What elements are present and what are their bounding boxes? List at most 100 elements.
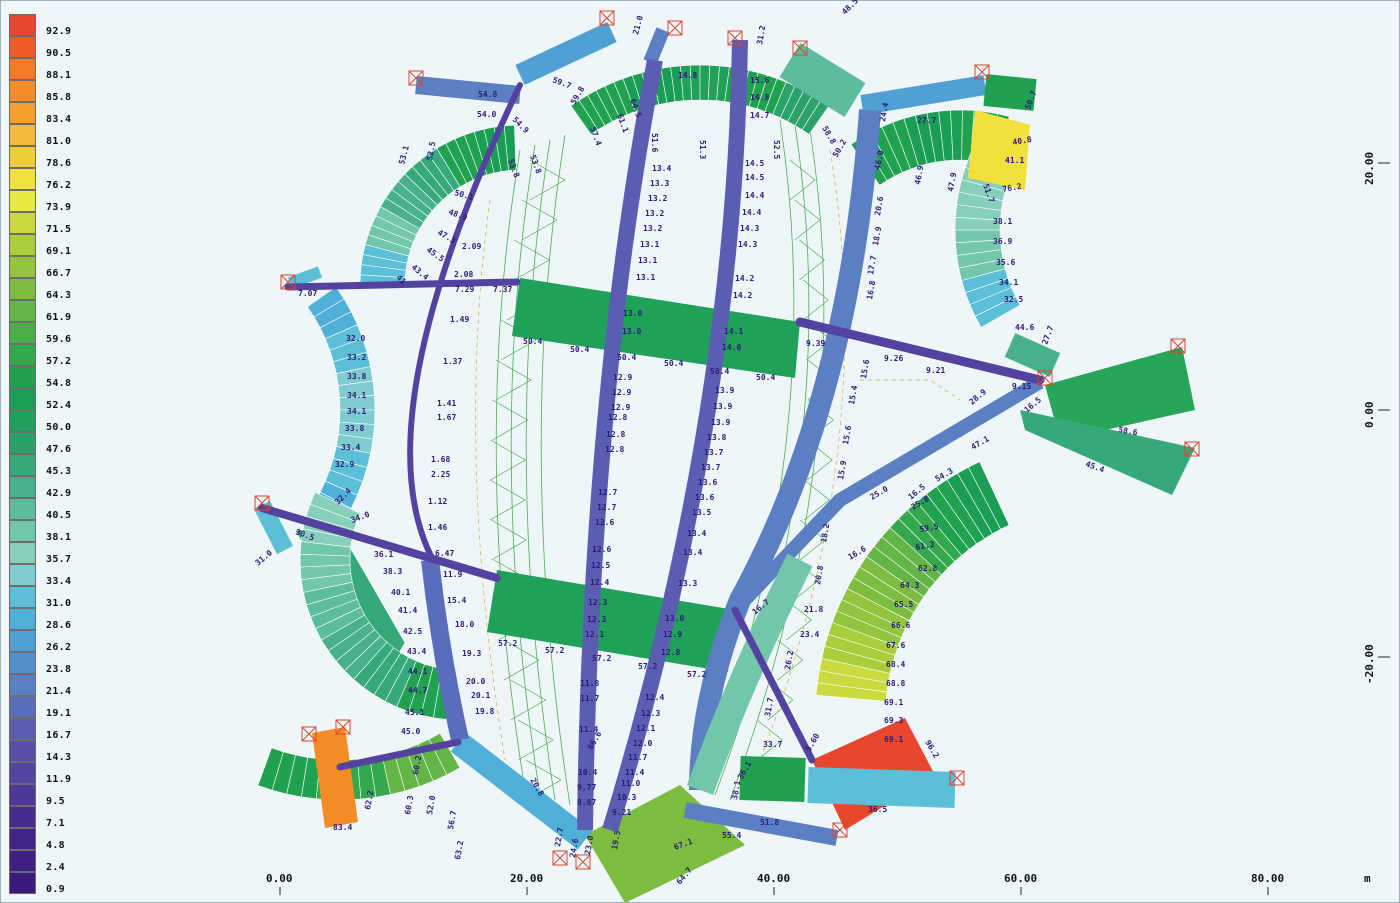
beam-bottom-green[interactable] — [739, 756, 806, 802]
value-label: 65.5 — [894, 600, 913, 609]
legend-swatch — [9, 718, 36, 740]
support-icon[interactable] — [335, 719, 351, 735]
value-label: 12.6 — [595, 518, 614, 527]
beam-top-teal[interactable] — [779, 42, 866, 118]
truss-diagonals — [489, 159, 834, 801]
beams[interactable] — [253, 22, 1061, 850]
tie-upper-left[interactable] — [284, 278, 521, 291]
member-segment[interactable] — [967, 461, 1010, 530]
legend-swatch — [9, 366, 36, 388]
support-icon[interactable] — [792, 40, 808, 56]
member-arc-left-lower[interactable] — [294, 491, 451, 720]
value-label: 12.9 — [613, 373, 632, 382]
value-label: 2.09 — [462, 242, 481, 251]
support-icon[interactable] — [552, 850, 568, 866]
value-label: 1.37 — [443, 357, 462, 366]
beam-bottom-left[interactable] — [450, 732, 593, 850]
tie-upper-right[interactable] — [795, 317, 1045, 385]
support-icon[interactable] — [301, 726, 317, 742]
legend-value: 66.7 — [46, 268, 72, 279]
beam-bottom-right[interactable] — [807, 767, 956, 808]
value-label: 47.9 — [946, 172, 958, 193]
legend-swatch — [9, 190, 36, 212]
x-tick-2: 40.00 — [757, 872, 790, 885]
support-icon[interactable] — [280, 274, 296, 290]
beam-right-curve-lower[interactable] — [686, 553, 813, 795]
support-icon[interactable] — [254, 495, 270, 511]
legend-swatch — [9, 806, 36, 828]
member-arc-top-left[interactable] — [359, 124, 517, 286]
slab-right-lower[interactable] — [1020, 410, 1195, 495]
beam-top-mid[interactable] — [643, 27, 670, 65]
tie-lower-left[interactable] — [258, 504, 501, 582]
support-icon[interactable] — [1037, 370, 1053, 386]
member-segment[interactable] — [299, 553, 351, 568]
slab-right-cantilever[interactable] — [1045, 347, 1195, 440]
value-label: 9.39 — [806, 339, 825, 348]
member-arc-left-upper[interactable] — [306, 286, 376, 534]
value-label: 41.1 — [1005, 156, 1024, 165]
value-label: 13.9 — [711, 418, 730, 427]
legend-value: 85.8 — [46, 92, 72, 103]
value-label: 7.37 — [493, 285, 512, 294]
tie-left-curve[interactable] — [407, 82, 523, 563]
value-label: 9.21 — [926, 366, 945, 375]
value-label: 11.4 — [579, 725, 598, 734]
member-segment[interactable] — [257, 747, 284, 791]
tie-bottom-left[interactable] — [336, 738, 462, 771]
slab-lower[interactable] — [487, 570, 735, 672]
value-label: 13.4 — [652, 164, 671, 173]
value-label: 13.0 — [622, 327, 641, 336]
value-label: 13.7 — [704, 448, 723, 457]
value-label: 12.4 — [645, 693, 664, 702]
value-label: 13.1 — [638, 256, 657, 265]
value-label: 58.6 — [1118, 425, 1139, 437]
member-arc-top[interactable] — [570, 64, 830, 135]
support-icon[interactable] — [667, 20, 683, 36]
support-icon[interactable] — [974, 64, 990, 80]
support-icon[interactable] — [599, 10, 615, 26]
beam-top-right[interactable] — [860, 75, 987, 115]
slab-upper[interactable] — [512, 278, 800, 378]
value-label: 12.3 — [587, 615, 606, 624]
value-label: 35.6 — [996, 258, 1015, 267]
beam-right-slant[interactable] — [729, 375, 1044, 615]
beam-center-left[interactable] — [577, 58, 663, 831]
support-markers[interactable] — [254, 10, 1200, 870]
support-icon[interactable] — [727, 30, 743, 46]
beam-bottom-mid[interactable] — [683, 802, 839, 846]
member-segment[interactable] — [309, 491, 361, 522]
slab-bottom-left-orange[interactable] — [312, 727, 358, 828]
support-icon[interactable] — [1170, 338, 1186, 354]
support-icon[interactable] — [1184, 441, 1200, 457]
beam-top-left[interactable] — [415, 76, 521, 104]
beam-center-right[interactable] — [602, 39, 748, 833]
support-icon[interactable] — [832, 822, 848, 838]
support-icon[interactable] — [408, 70, 424, 86]
beam-left-diag[interactable] — [421, 559, 469, 742]
member-segment[interactable] — [503, 124, 517, 171]
tie-members[interactable] — [258, 82, 1045, 771]
member-arc-bottom-right[interactable] — [815, 461, 1010, 702]
support-icon[interactable] — [949, 770, 965, 786]
value-label: 68.8 — [886, 679, 905, 688]
value-label: 76.2 — [1002, 182, 1023, 194]
slab-bottom-green[interactable] — [585, 785, 745, 903]
value-label: 69.3 — [884, 716, 903, 725]
beam-top-center[interactable] — [515, 22, 617, 85]
x-tick-3: 60.00 — [1004, 872, 1037, 885]
slab-top-right-yellow[interactable] — [968, 110, 1030, 190]
value-label: 12.9 — [663, 630, 682, 639]
value-label: 58.8 — [820, 125, 838, 146]
beam-top-green[interactable] — [983, 74, 1037, 111]
beam-right-curve[interactable] — [689, 109, 881, 791]
support-icon[interactable] — [575, 854, 591, 870]
value-label: 12.1 — [636, 724, 655, 733]
beam-right-rect[interactable] — [1004, 333, 1061, 377]
legend-value: 69.1 — [46, 246, 72, 257]
value-label: 14.5 — [745, 173, 764, 182]
legend-value: 73.9 — [46, 202, 72, 213]
tie-bottom-right[interactable] — [731, 606, 816, 764]
legend-swatch — [9, 410, 36, 432]
